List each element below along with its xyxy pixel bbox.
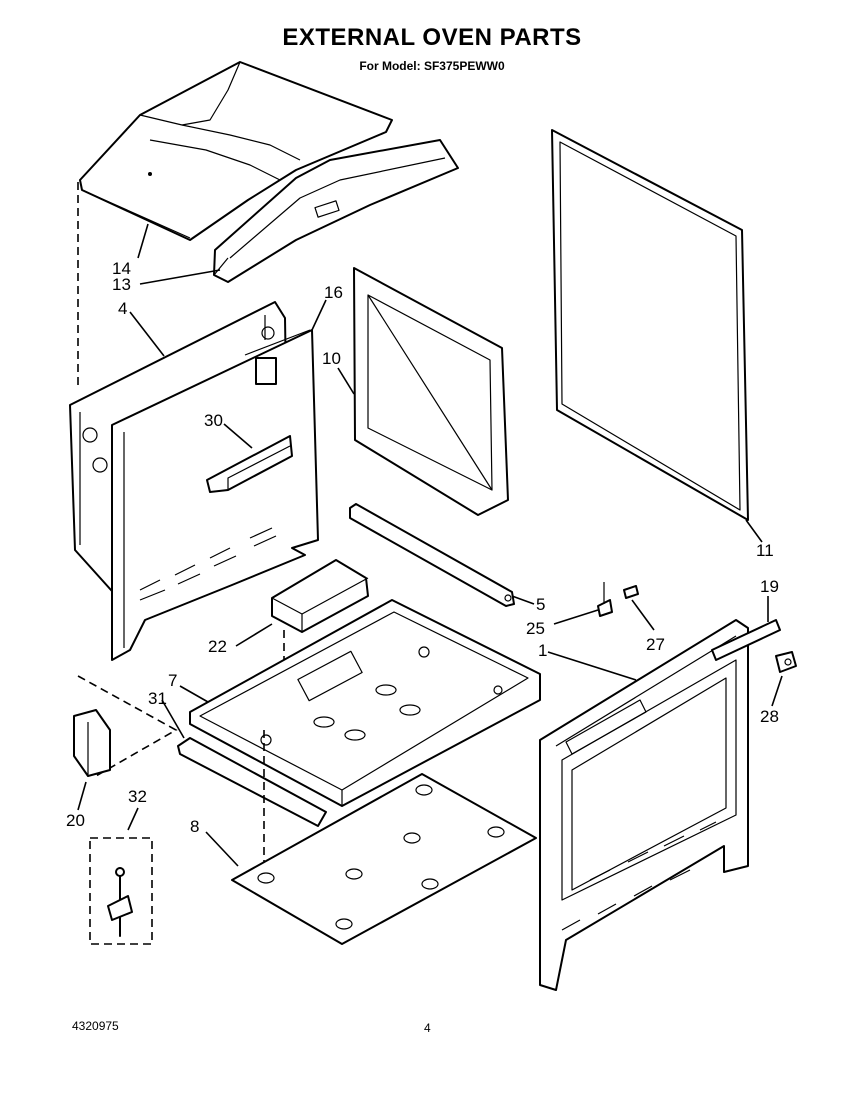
part-27-clip <box>623 585 639 599</box>
part-1-front-frame <box>539 619 749 991</box>
callout-14: 14 <box>112 259 131 278</box>
part-11-door-gasket <box>551 129 749 521</box>
callout-4: 4 <box>118 299 127 318</box>
part-32-screw-kit <box>89 837 153 945</box>
part-20-cover <box>73 709 111 777</box>
callout-28: 28 <box>760 707 779 726</box>
callout-30: 30 <box>204 411 223 430</box>
callout-22: 22 <box>208 637 227 656</box>
callout-8: 8 <box>190 817 199 836</box>
part-5-strip <box>349 503 515 607</box>
callout-20: 20 <box>66 811 85 830</box>
document-number: 4320975 <box>72 1019 119 1033</box>
callout-27: 27 <box>646 635 665 654</box>
callout-13: 13 <box>112 275 131 294</box>
callout-31: 31 <box>148 689 167 708</box>
callout-10: 10 <box>322 349 341 368</box>
part-7-bottom-tray <box>189 599 541 807</box>
callout-11: 11 <box>756 541 774 560</box>
part-25-knob <box>597 582 613 617</box>
callout-5: 5 <box>536 595 545 614</box>
part-19-rail <box>711 619 781 661</box>
callout-16: 16 <box>324 283 343 302</box>
callout-labels: 14 13 4 16 10 30 11 5 19 25 27 1 22 7 31… <box>66 259 779 836</box>
part-14-top-cover <box>79 61 393 241</box>
leader-lines <box>77 223 783 867</box>
callout-1: 1 <box>538 641 547 660</box>
callout-19: 19 <box>760 577 779 596</box>
page-title: EXTERNAL OVEN PARTS <box>282 24 582 51</box>
part-22-box <box>271 559 369 633</box>
part-31-strip <box>177 737 327 827</box>
callout-25: 25 <box>526 619 545 638</box>
part-13-top-channel <box>213 139 459 283</box>
part-28-switch <box>775 651 797 673</box>
part-8-bottom-panel <box>231 773 537 945</box>
model-subtitle: For Model: SF375PEWW0 <box>359 59 505 73</box>
callout-7: 7 <box>168 671 177 690</box>
part-16-side-panel <box>111 329 319 661</box>
part-10-frame <box>353 267 509 516</box>
page-number: 4 <box>424 1021 431 1035</box>
part-30-bracket <box>206 435 293 493</box>
callout-32: 32 <box>128 787 147 806</box>
guide-line-20 <box>77 675 178 777</box>
